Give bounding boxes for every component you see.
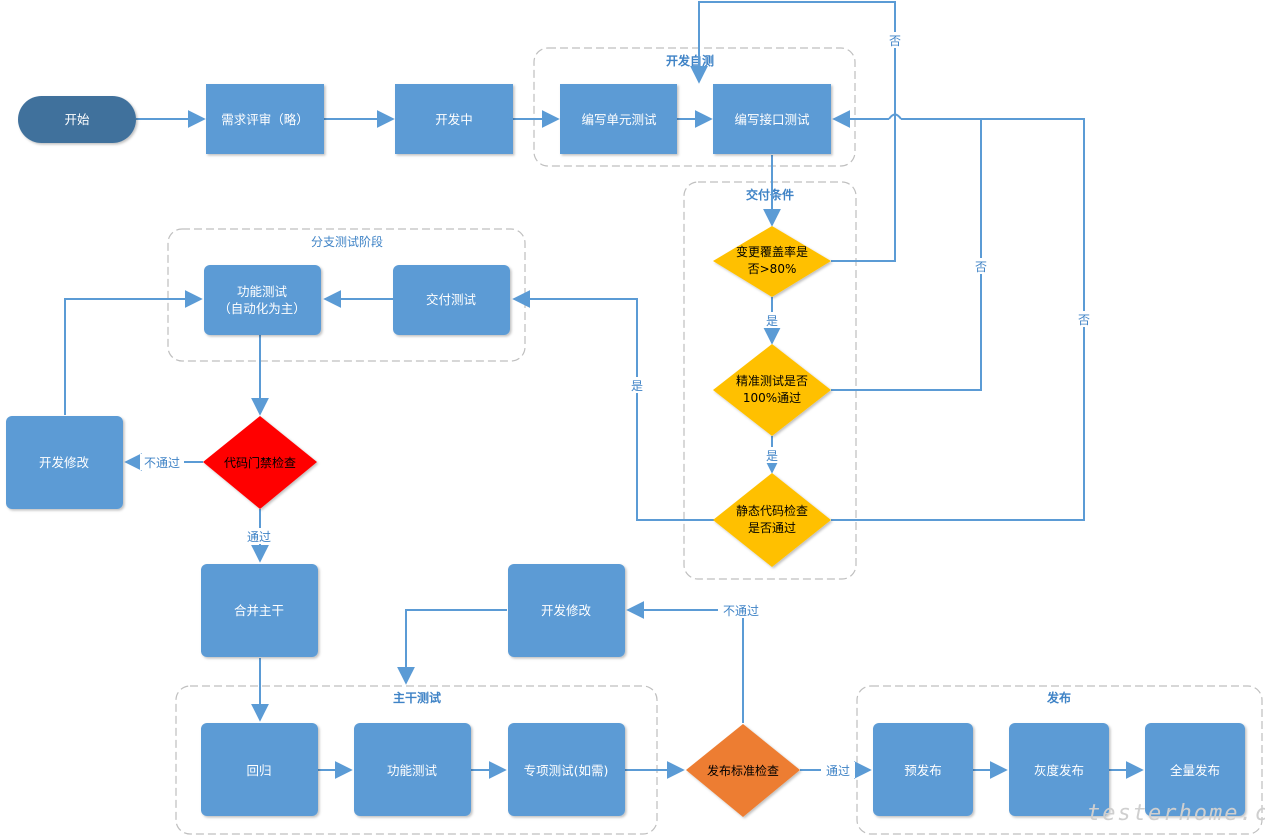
node-dev-fix-left-label: 开发修改 (39, 455, 90, 470)
edge-label-no-top: 否 (889, 34, 901, 48)
node-trunk-func-test-label: 功能测试 (387, 763, 438, 778)
node-full-release: 全量发布 (1145, 723, 1245, 816)
decision-code-gate-label: 代码门禁检查 (224, 455, 296, 470)
edge-hop (888, 113, 902, 120)
edge-static-yes (512, 290, 714, 521)
group-title-trunk-test: 主干测试 (393, 690, 441, 705)
decision-release-check-label: 发布标准检查 (707, 763, 779, 778)
node-delivery-test: 交付测试 (393, 265, 510, 335)
edge-label-not-pass-mid: 不通过 (723, 604, 759, 618)
group-title-branch-test-stage: 分支测试阶段 (311, 234, 383, 249)
node-merge-trunk-label: 合并主干 (234, 603, 284, 618)
group-title-delivery-conditions: 交付条件 (746, 187, 794, 202)
decision-coverage-line1: 变更覆盖率是 (736, 244, 808, 259)
edge-label-no-right2: 否 (1078, 313, 1090, 327)
node-req-review: 需求评审（略） (206, 84, 324, 154)
node-special-test-label: 专项测试(如需) (524, 763, 609, 778)
node-gray-release: 灰度发布 (1009, 723, 1109, 816)
node-gray-release-label: 灰度发布 (1034, 763, 1084, 778)
node-special-test: 专项测试(如需) (508, 723, 625, 816)
watermark: testerhome.com (1087, 801, 1265, 826)
decision-precise-line1: 精准测试是否 (736, 373, 808, 388)
node-developing-label: 开发中 (435, 112, 473, 127)
edge-label-pass-gate: 通过 (247, 530, 271, 544)
node-pre-release: 预发布 (873, 723, 973, 816)
decision-static-check: 静态代码检查 是否通过 (713, 473, 831, 567)
group-delivery-conditions: 交付条件 (683, 181, 857, 580)
edge-label-pass-release: 通过 (826, 764, 850, 778)
edge-static-no (831, 118, 1085, 521)
node-unit-test: 编写单元测试 (560, 84, 677, 154)
edge-fix-trunk (397, 609, 507, 685)
node-developing: 开发中 (395, 84, 513, 154)
node-merge-trunk: 合并主干 (201, 564, 318, 657)
node-dev-fix-mid-label: 开发修改 (541, 603, 592, 618)
edge-coverage-no (690, 1, 896, 262)
decision-coverage: 变更覆盖率是 否>80% (713, 226, 831, 297)
node-start-label: 开始 (64, 112, 90, 127)
node-func-test-branch: 功能测试 （自动化为主） (204, 265, 321, 335)
edge-label-not-pass-left: 不通过 (144, 456, 180, 470)
decision-static-line2: 是否通过 (748, 521, 796, 535)
decision-code-gate: 代码门禁检查 (203, 416, 317, 509)
node-dev-fix-mid: 开发修改 (508, 564, 625, 657)
node-trunk-func-test: 功能测试 (354, 723, 471, 816)
edge-fix-func (64, 290, 203, 415)
edge-label-yes-1: 是 (766, 314, 778, 328)
node-unit-test-label: 编写单元测试 (581, 112, 657, 127)
node-full-release-label: 全量发布 (1170, 763, 1220, 778)
node-req-review-label: 需求评审（略） (221, 112, 309, 127)
node-api-test-label: 编写接口测试 (734, 112, 810, 127)
node-func-test-line2: （自动化为主） (218, 301, 306, 316)
node-regression-label: 回归 (246, 763, 271, 778)
decision-coverage-line2: 否>80% (748, 262, 797, 276)
node-delivery-test-label: 交付测试 (426, 292, 477, 307)
edge-label-yes-left: 是 (631, 379, 643, 393)
group-trunk-test: 主干测试 (175, 685, 658, 835)
edge-precise-no (831, 119, 982, 391)
edge-check-notpass (626, 601, 744, 723)
group-dev-self-test: 开发自测 (533, 47, 856, 167)
node-func-test-line1: 功能测试 (237, 284, 288, 299)
node-dev-fix-left: 开发修改 (6, 416, 123, 509)
decision-precise: 精准测试是否 100%通过 (713, 344, 831, 436)
edge-label-no-right1: 否 (975, 260, 987, 274)
decision-static-line1: 静态代码检查 (736, 503, 808, 518)
group-title-release: 发布 (1046, 690, 1071, 705)
group-release: 发布 (856, 685, 1263, 835)
edge-label-yes-2: 是 (766, 449, 778, 463)
node-regression: 回归 (201, 723, 318, 816)
group-title-dev-self-test: 开发自测 (666, 53, 714, 68)
node-pre-release-label: 预发布 (904, 763, 942, 778)
node-api-test: 编写接口测试 (713, 84, 831, 154)
node-start: 开始 (18, 96, 136, 143)
decision-precise-line2: 100%通过 (743, 391, 801, 405)
decision-release-check: 发布标准检查 (686, 724, 800, 817)
